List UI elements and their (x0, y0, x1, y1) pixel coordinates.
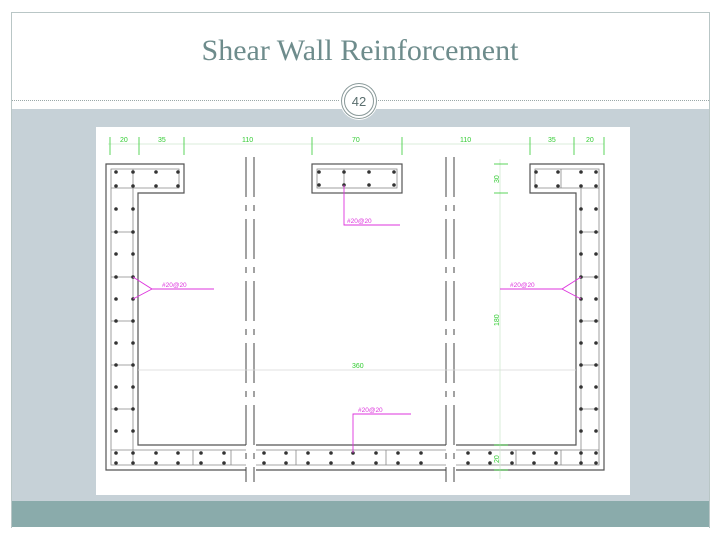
dim-110-right: 110 (460, 137, 471, 144)
rebar-label-top-center: #20@20 (347, 218, 372, 225)
rebar-dots (114, 170, 598, 465)
rebar-label-right-wall: #20@20 (510, 282, 535, 289)
break-line-left (245, 157, 255, 482)
rebar-label-bottom-center: #20@20 (358, 407, 383, 414)
slide-title: Shear Wall Reinforcement (201, 34, 519, 67)
shear-wall-drawing: 20 35 110 70 110 35 20 (96, 127, 630, 495)
wall-outline (105, 163, 605, 471)
top-dimension-line (108, 137, 605, 155)
dim-30-vertical: 30 (494, 175, 501, 183)
page-number-badge: 42 (340, 82, 378, 120)
page-number: 42 (344, 86, 374, 116)
dim-35-left: 35 (158, 137, 166, 144)
dim-35-right: 35 (548, 137, 556, 144)
slide-frame (11, 12, 710, 528)
dim-360: 360 (352, 363, 364, 370)
reinforcement-diagram: 20 35 110 70 110 35 20 (105, 137, 605, 482)
right-dimension-line (494, 159, 508, 479)
stirrup-lines (110, 168, 600, 466)
dim-70-center: 70 (352, 137, 360, 144)
dim-20-right: 20 (586, 137, 594, 144)
footer-band (12, 501, 709, 527)
dim-180-vertical: 180 (494, 314, 501, 326)
break-line-right (445, 157, 455, 482)
dim-110-left: 110 (242, 137, 253, 144)
rebar-label-left-wall: #20@20 (162, 282, 187, 289)
dim-20-left: 20 (120, 137, 128, 144)
dim-20-vertical: 20 (494, 455, 501, 463)
rebar-leaders (132, 185, 582, 453)
